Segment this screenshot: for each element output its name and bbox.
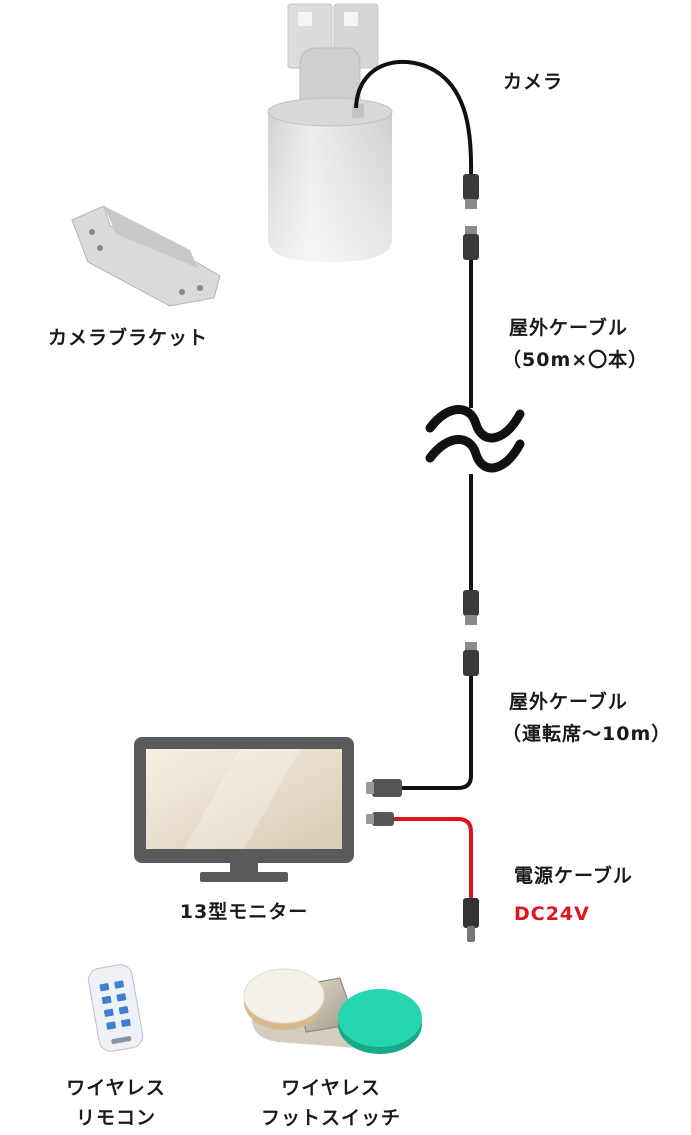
label-remote-line2: リモコン	[75, 1107, 156, 1129]
remote-icon	[88, 964, 144, 1052]
label-footswitch-line1: ワイヤレス	[281, 1077, 381, 1099]
power-cable	[366, 812, 479, 942]
label-outdoor-cable-1-spec: （50m×〇本）	[502, 349, 649, 371]
label-outdoor-cable-2-spec: （運転席〜10m）	[502, 723, 672, 745]
label-power-cable: 電源ケーブル	[514, 865, 633, 887]
label-camera: カメラ	[503, 71, 564, 93]
camera-icon	[267, 3, 393, 262]
footswitch-icon	[243, 968, 422, 1054]
label-outdoor-cable-1: 屋外ケーブル	[509, 317, 628, 339]
label-remote-line1: ワイヤレス	[66, 1077, 166, 1099]
label-footswitch-line2: フットスイッチ	[260, 1107, 401, 1129]
outdoor-cable-upper	[354, 59, 479, 408]
monitor-icon	[134, 737, 354, 882]
label-power-voltage: DC24V	[514, 903, 590, 925]
label-camera-bracket: カメラブラケット	[48, 327, 209, 349]
break-symbol-icon	[425, 405, 525, 473]
outdoor-cable-lower	[366, 474, 479, 797]
bracket-icon	[71, 205, 221, 307]
label-outdoor-cable-2: 屋外ケーブル	[509, 691, 628, 713]
label-monitor: 13型モニター	[179, 901, 309, 923]
